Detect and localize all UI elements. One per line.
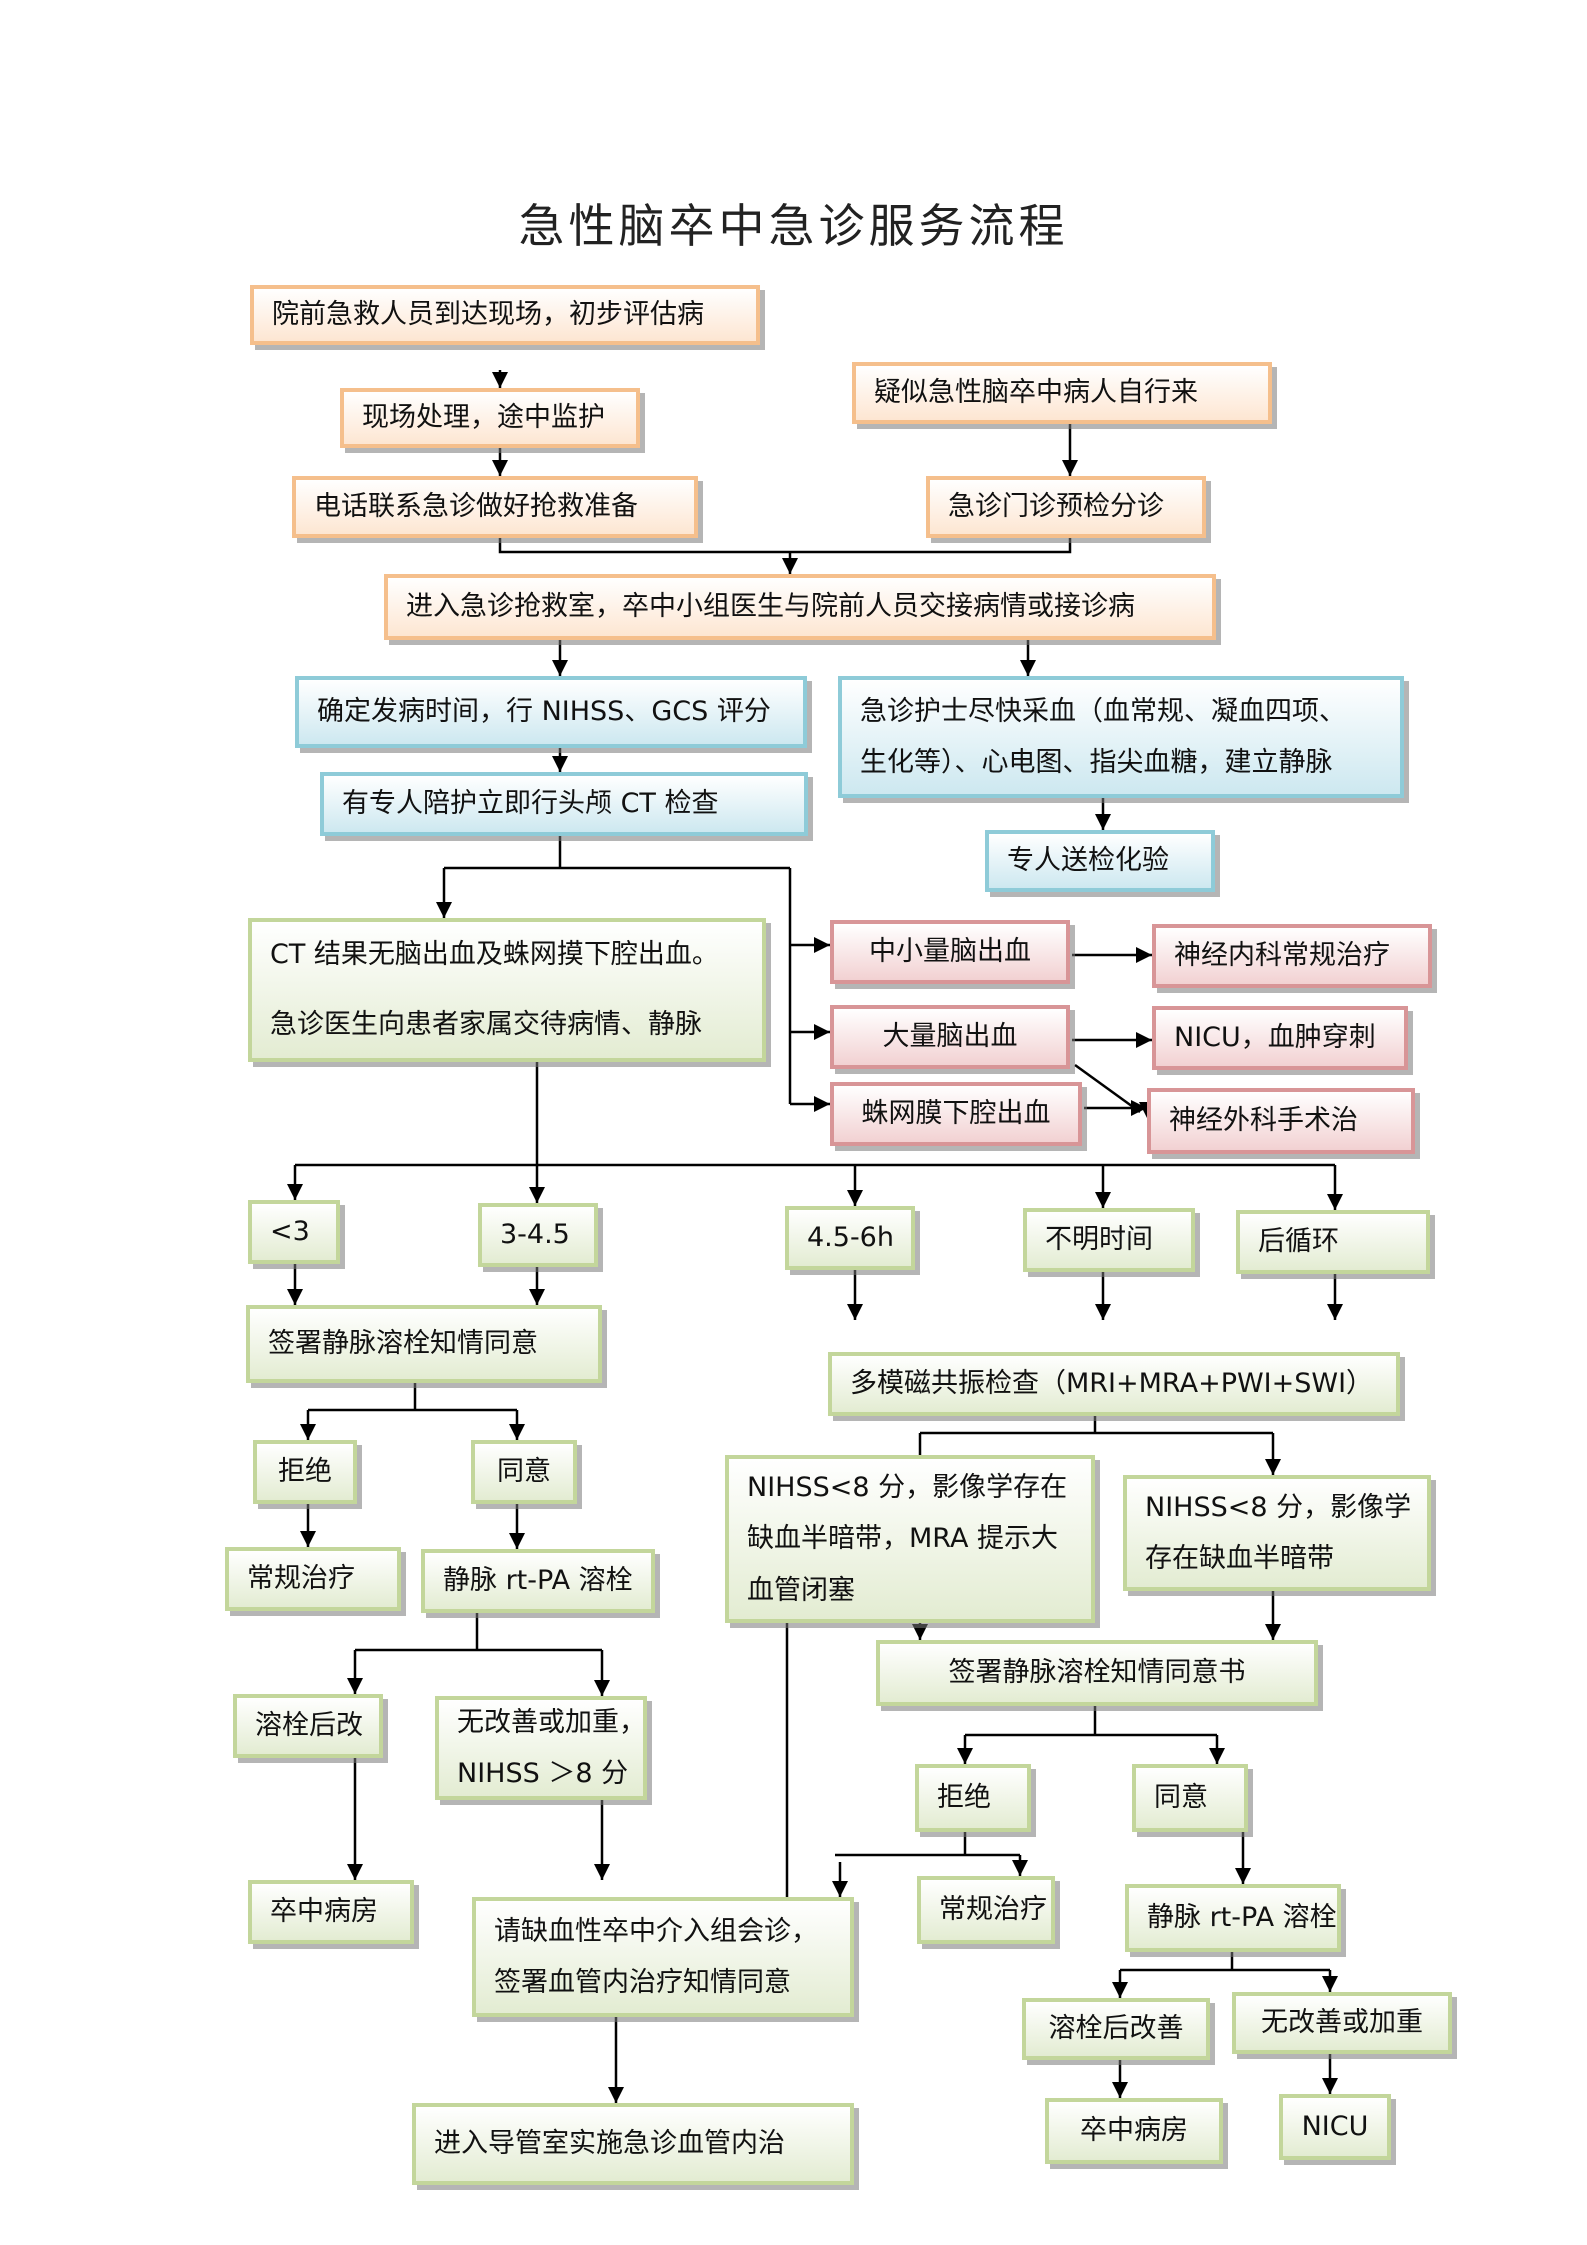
node-routine-2[interactable]: 常规治疗 — [917, 1876, 1055, 1944]
node-nihss-lvo[interactable]: NIHSS<8 分，影像学存在 缺血半暗带，MRA 提示大 血管闭塞 — [725, 1455, 1095, 1623]
node-lab-delivery[interactable]: 专人送检化验 — [985, 830, 1215, 892]
arrowhead-icon — [1095, 814, 1111, 830]
arrowhead-icon — [347, 1864, 363, 1880]
arrowhead-icon — [608, 2087, 624, 2103]
arrowhead-icon — [1062, 460, 1078, 476]
arrowhead-icon — [832, 1881, 848, 1897]
node-onset-time[interactable]: 确定发病时间，行 NIHSS、GCS 评分 — [295, 676, 807, 748]
node-call-er[interactable]: 电话联系急诊做好抢救准备 — [292, 476, 698, 538]
node-small-ich[interactable]: 中小量脑出血 — [830, 920, 1070, 984]
node-improved-2[interactable]: 溶栓后改善 — [1022, 1998, 1210, 2060]
arrowhead-icon — [1136, 1032, 1152, 1048]
node-improved-1[interactable]: 溶栓后改 — [233, 1694, 383, 1758]
node-self-arrival[interactable]: 疑似急性脑卒中病人自行来 — [852, 362, 1272, 424]
node-rtpa-1[interactable]: 静脉 rt-PA 溶栓 — [421, 1549, 655, 1613]
arrowhead-icon — [1322, 2078, 1338, 2094]
arrowhead-icon — [1265, 1459, 1281, 1475]
node-time-4-5-6h[interactable]: 4.5-6h — [785, 1206, 915, 1270]
arrowhead-icon — [300, 1424, 316, 1440]
arrowhead-icon — [1322, 1976, 1338, 1992]
arrowhead-icon — [1265, 1624, 1281, 1640]
arrowhead-icon — [782, 558, 798, 574]
page-title: 急性脑卒中急诊服务流程 — [518, 199, 1069, 253]
node-refuse-1[interactable]: 拒绝 — [253, 1440, 357, 1504]
node-nicu[interactable]: NICU — [1279, 2094, 1391, 2160]
node-prehospital-arrival[interactable]: 院前急救人员到达现场，初步评估病 — [250, 285, 760, 345]
arrowhead-icon — [912, 1624, 928, 1640]
arrowhead-icon — [814, 1096, 830, 1112]
arrowhead-icon — [287, 1184, 303, 1200]
arrowhead-icon — [552, 660, 568, 676]
arrowhead-icon — [594, 1864, 610, 1880]
arrowhead-icon — [347, 1678, 363, 1694]
arrowhead-icon — [594, 1680, 610, 1696]
node-consent-ivt[interactable]: 签署静脉溶栓知情同意 — [246, 1305, 602, 1383]
node-refuse-2[interactable]: 拒绝 — [915, 1764, 1031, 1832]
arrowhead-icon — [1131, 1100, 1147, 1116]
arrowhead-icon — [814, 1024, 830, 1040]
node-cath-lab[interactable]: 进入导管室实施急诊血管内治 — [412, 2103, 854, 2185]
arrowhead-icon — [509, 1533, 525, 1549]
arrowhead-icon — [529, 1289, 545, 1305]
node-neuro-medicine[interactable]: 神经内科常规治疗 — [1152, 924, 1432, 988]
node-head-ct[interactable]: 有专人陪护立即行头颅 CT 检查 — [320, 772, 808, 836]
node-time-3-4-5[interactable]: 3-4.5 — [478, 1203, 598, 1267]
node-neurosurgery[interactable]: 神经外科手术治 — [1147, 1088, 1415, 1154]
arrowhead-icon — [1209, 1748, 1225, 1764]
node-large-ich[interactable]: 大量脑出血 — [830, 1005, 1070, 1069]
node-routine-1[interactable]: 常规治疗 — [225, 1547, 401, 1611]
node-multimodal-mri[interactable]: 多模磁共振检查（MRI+MRA+PWI+SWI） — [828, 1352, 1400, 1416]
node-not-improved-1[interactable]: 无改善或加重， NIHSS ＞8 分 — [435, 1696, 647, 1800]
arrowhead-icon — [552, 756, 568, 772]
node-nicu-puncture[interactable]: NICU，血肿穿刺 — [1152, 1006, 1408, 1070]
node-stroke-ward-2[interactable]: 卒中病房 — [1045, 2098, 1223, 2164]
node-time-lt3[interactable]: <3 — [248, 1200, 340, 1264]
node-not-improved-2[interactable]: 无改善或加重 — [1232, 1992, 1452, 2054]
arrowhead-icon — [847, 1190, 863, 1206]
node-rtpa-2[interactable]: 静脉 rt-PA 溶栓 — [1125, 1884, 1341, 1952]
node-sah[interactable]: 蛛网膜下腔出血 — [830, 1082, 1082, 1146]
arrowhead-icon — [814, 937, 830, 953]
arrowhead-icon — [436, 902, 452, 918]
node-onsite-treatment[interactable]: 现场处理，途中监护 — [340, 388, 640, 448]
arrowhead-icon — [1020, 660, 1036, 676]
node-stroke-ward-1[interactable]: 卒中病房 — [248, 1880, 414, 1944]
node-posterior-circulation[interactable]: 后循环 — [1236, 1210, 1430, 1274]
arrowhead-icon — [529, 1187, 545, 1203]
node-agree-2[interactable]: 同意 — [1132, 1764, 1248, 1832]
node-ct-negative[interactable]: CT 结果无脑出血及蛛网摸下腔出血。 急诊医生向患者家属交待病情、静脉 — [248, 918, 766, 1062]
connector-line-3 — [498, 538, 1072, 554]
arrowhead-icon — [1112, 2082, 1128, 2098]
arrowhead-icon — [492, 460, 508, 476]
arrowhead-icon — [1136, 947, 1152, 963]
arrowhead-icon — [1112, 1982, 1128, 1998]
node-time-unknown[interactable]: 不明时间 — [1023, 1208, 1195, 1272]
node-triage[interactable]: 急诊门诊预检分诊 — [926, 476, 1206, 538]
arrowhead-icon — [509, 1424, 525, 1440]
arrowhead-icon — [1095, 1304, 1111, 1320]
node-agree-1[interactable]: 同意 — [471, 1440, 577, 1504]
node-nihss-penumbra[interactable]: NIHSS<8 分，影像学 存在缺血半暗带 — [1123, 1475, 1431, 1591]
arrowhead-icon — [1327, 1194, 1343, 1210]
node-interventional-consult[interactable]: 请缺血性卒中介入组会诊， 签署血管内治疗知情同意 — [472, 1897, 854, 2017]
arrowhead-icon — [287, 1289, 303, 1305]
arrowhead-icon — [1235, 1868, 1251, 1884]
arrowhead-icon — [957, 1748, 973, 1764]
arrowhead-icon — [1095, 1192, 1111, 1208]
arrowhead-icon — [300, 1531, 316, 1547]
arrowhead-icon — [847, 1304, 863, 1320]
node-consent-ivt-book[interactable]: 签署静脉溶栓知情同意书 — [876, 1640, 1318, 1706]
arrowhead-icon — [1012, 1860, 1028, 1876]
node-nurse-blood-draw[interactable]: 急诊护士尽快采血（血常规、凝血四项、 生化等）、心电图、指尖血糖，建立静脉 — [838, 676, 1404, 798]
connector-line-19 — [1074, 1063, 1141, 1114]
arrowhead-icon — [1327, 1304, 1343, 1320]
node-rescue-room[interactable]: 进入急诊抢救室，卒中小组医生与院前人员交接病情或接诊病 — [384, 574, 1216, 640]
arrowhead-icon — [492, 372, 508, 388]
